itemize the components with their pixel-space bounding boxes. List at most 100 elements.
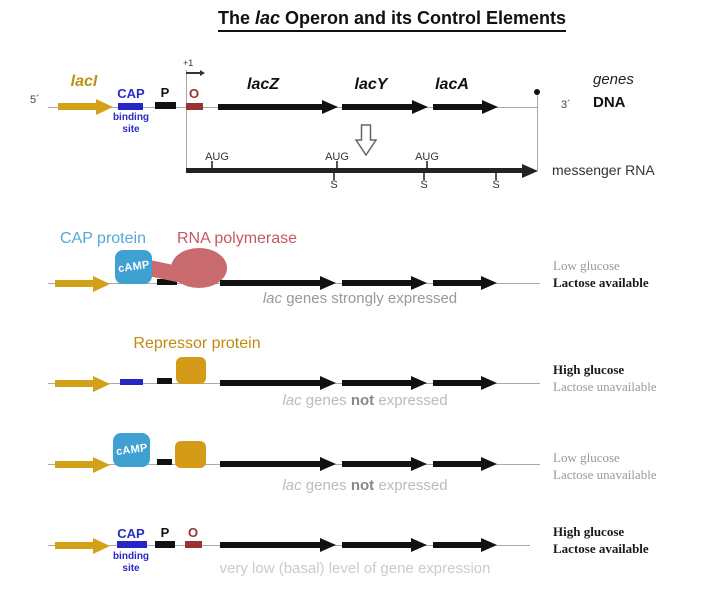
scenario-2-laci-arrow-icon [55, 380, 93, 387]
repressor-shape [176, 357, 206, 384]
scenario-2-gene-arrow-1-icon [220, 380, 320, 386]
scenario-2-cap-site-block [120, 379, 143, 385]
scenario-2-caption-rest: expressed [374, 392, 448, 409]
three-prime-label: 3´ [561, 99, 571, 111]
aug-tick-3-icon [426, 161, 428, 168]
laci-label: lacI [70, 73, 98, 90]
transcription-start-label: +1 [183, 58, 194, 68]
stop-tick-1-icon [333, 173, 335, 180]
scenario-3-condition-line2: Lactose unavailable [553, 467, 657, 482]
scenario-1-condition-line1: Low glucose [553, 258, 620, 273]
scenario-1-gene-arrow-2-icon [342, 280, 411, 286]
cap-site-label: CAP [117, 86, 145, 101]
scenario-4-operator-label: O [187, 525, 199, 540]
scenario-4-cap-site-label: CAP [117, 526, 145, 541]
scenario-3-caption-mid: genes [301, 477, 351, 494]
title-prefix: The [217, 8, 255, 28]
laci-gene-arrow-icon [58, 103, 96, 110]
scenario-4-binding-label: binding [112, 551, 150, 562]
cap-site-binding-label: binding [112, 112, 150, 123]
stop-label-1: S [330, 179, 338, 191]
rna-polymerase-shape [171, 248, 227, 288]
scenario-3-repressor-shape [175, 441, 206, 468]
gene-arrow-laca-icon [433, 104, 482, 110]
stop-tick-2-icon [423, 173, 425, 180]
scenario-3-condition-line1: Low glucose [553, 450, 620, 465]
scenario-2-caption-mid: genes [301, 392, 351, 409]
scenario-3-laci-arrow-icon [55, 461, 93, 468]
scenario-2-gene-arrow-3-icon [433, 380, 481, 386]
aug-label-2: AUG [325, 151, 349, 163]
scenario-2-gene-arrow-2-icon [342, 380, 411, 386]
mrna-arrow-icon [186, 168, 522, 173]
scenario-1-caption-gene: lac [262, 290, 283, 307]
three-prime-end-line [537, 95, 538, 171]
scenario-1-caption: lac genes strongly expressed [263, 290, 457, 307]
dna-annotation: DNA [593, 94, 626, 111]
scenario-3-gene-arrow-2-icon [342, 461, 411, 467]
scenario-2-condition-line1: High glucose [553, 362, 625, 377]
cap-protein-label: CAP protein [60, 230, 146, 247]
scenario-3-caption-emphasis: not [350, 477, 375, 494]
gene-label-lacy: lacY [354, 76, 388, 93]
scenario-4-condition-line1: High glucose [553, 524, 625, 539]
rna-polymerase-label: RNA polymerase [177, 230, 298, 247]
scenario-1-laci-arrow-icon [55, 280, 93, 287]
three-prime-end-dot-icon [534, 89, 540, 95]
stop-label-3: S [492, 179, 500, 191]
scenario-2-caption-emphasis: not [350, 392, 375, 409]
scenario-4-laci-arrow-icon [55, 542, 93, 549]
scenario-1-condition-line2: Lactose available [553, 275, 649, 290]
scenario-4-condition-line2: Lactose available [553, 541, 649, 556]
operator-block [186, 103, 203, 110]
transcription-start-line [186, 70, 187, 171]
scenario-4-promoter-label: P [160, 525, 170, 540]
scenario-1-caption-rest: genes strongly expressed [282, 290, 458, 307]
scenario-1-gene-arrow-3-icon [433, 280, 481, 286]
camp-label-2: cAMP [114, 441, 149, 459]
scenario-3-promoter-block [157, 459, 172, 465]
transcription-start-arrow-icon [186, 72, 200, 74]
scenario-4-cap-site-block [117, 541, 147, 548]
genes-annotation: genes [593, 71, 634, 88]
gene-arrow-lacz-icon [218, 104, 322, 110]
scenario-4-gene-arrow-3-icon [433, 542, 481, 548]
scenario-4-gene-arrow-2-icon [342, 542, 411, 548]
scenario-4-gene-arrow-1-icon [220, 542, 320, 548]
five-prime-label: 5´ [30, 94, 40, 106]
diagram-title: The lac Operon and its Control Elements [217, 8, 567, 32]
stop-tick-3-icon [495, 173, 497, 180]
operator-label: O [188, 86, 200, 101]
scenario-4-promoter-block [155, 541, 175, 548]
title-gene-name: lac [254, 8, 281, 28]
scenario-4-site-label: site [122, 563, 140, 574]
cap-site-site-label: site [122, 124, 140, 135]
transcription-start-arrowhead-icon [200, 70, 205, 76]
scenario-2-condition-line2: Lactose unavailable [553, 379, 657, 394]
repressor-protein-label: Repressor protein [133, 335, 261, 352]
aug-label-1: AUG [205, 151, 229, 163]
gene-arrow-lacy-icon [342, 104, 412, 110]
stop-label-2: S [420, 179, 428, 191]
down-arrow-icon [355, 124, 377, 156]
scenario-4-operator-block [185, 541, 202, 548]
title-suffix: Operon and its Control Elements [280, 8, 567, 28]
scenario-3-caption: lac genes not expressed [282, 477, 447, 494]
mrna-label: messenger RNA [552, 162, 655, 178]
scenario-3-gene-arrow-3-icon [433, 461, 481, 467]
scenario-2-caption: lac genes not expressed [282, 392, 447, 409]
aug-label-3: AUG [415, 151, 439, 163]
gene-label-lacz: lacZ [246, 76, 280, 93]
camp-label-1: cAMP [116, 258, 151, 276]
scenario-1-promoter-block [157, 279, 177, 285]
scenario-3-camp-cap-shape: cAMP [113, 433, 150, 467]
scenario-3-caption-rest: expressed [374, 477, 448, 494]
promoter-block [155, 102, 176, 109]
promoter-label: P [160, 85, 170, 100]
scenario-4-caption: very low (basal) level of gene expressio… [219, 560, 491, 577]
scenario-3-gene-arrow-1-icon [220, 461, 320, 467]
scenario-2-caption-gene: lac [282, 392, 302, 409]
scenario-2-promoter-block [157, 378, 172, 384]
cap-binding-site-block [118, 103, 143, 110]
